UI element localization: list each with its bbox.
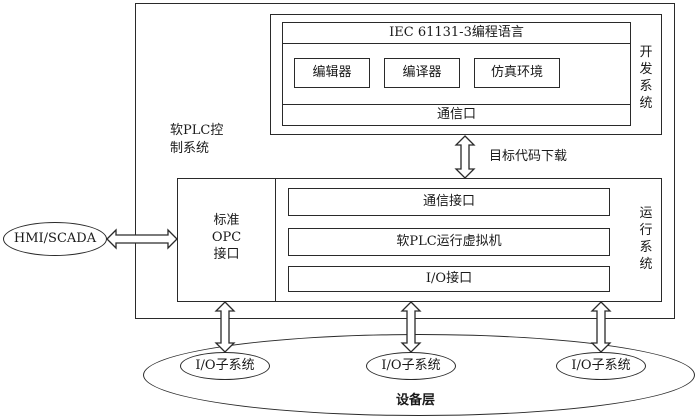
hmi-scada-label: HMI/SCADA bbox=[13, 231, 97, 247]
simulation-env-label: 仿真环境 bbox=[490, 65, 543, 81]
io-subsystem-2: I/O子系统 bbox=[366, 352, 456, 380]
soft-plc-system-label: 软PLC控 制系统 bbox=[170, 122, 250, 157]
programming-language-box: IEC 61131-3编程语言 bbox=[282, 22, 631, 44]
io-subsystem-3-label: I/O子系统 bbox=[571, 358, 631, 374]
hmi-scada-node: HMI/SCADA bbox=[3, 222, 107, 256]
programming-language-label: IEC 61131-3编程语言 bbox=[389, 25, 524, 41]
run-system-side-label: 运行系统 bbox=[639, 206, 653, 272]
io-subsystem-1-label: I/O子系统 bbox=[195, 358, 255, 374]
comm-interface-label: 通信接口 bbox=[422, 194, 475, 210]
virtual-machine-box: 软PLC运行虚拟机 bbox=[288, 228, 610, 256]
opc-line3: 接口 bbox=[213, 247, 240, 262]
io-subsystem-3: I/O子系统 bbox=[556, 352, 646, 380]
comm-port-label: 通信口 bbox=[436, 107, 476, 123]
hmi-opc-double-arrow bbox=[106, 228, 178, 250]
io-subsystem-2-label: I/O子系统 bbox=[381, 358, 441, 374]
comm-interface-box: 通信接口 bbox=[288, 188, 610, 216]
download-double-arrow bbox=[454, 135, 476, 179]
editor-box: 编辑器 bbox=[294, 58, 370, 88]
io-interface-box: I/O接口 bbox=[288, 266, 610, 292]
editor-label: 编辑器 bbox=[312, 65, 352, 81]
compiler-label: 编译器 bbox=[402, 65, 442, 81]
soft-plc-label-line1: 软PLC控 bbox=[170, 123, 224, 138]
io-subsystem-3-double-arrow bbox=[590, 301, 612, 353]
io-subsystem-1: I/O子系统 bbox=[180, 352, 270, 380]
compiler-box: 编译器 bbox=[384, 58, 460, 88]
device-layer-label: 设备层 bbox=[396, 393, 436, 408]
opc-line2: OPC bbox=[211, 230, 242, 245]
opc-line1: 标准 bbox=[213, 213, 240, 228]
comm-port-box: 通信口 bbox=[282, 104, 631, 126]
simulation-env-box: 仿真环境 bbox=[474, 58, 560, 88]
io-interface-label: I/O接口 bbox=[425, 271, 473, 287]
target-code-download-label: 目标代码下载 bbox=[489, 149, 568, 164]
soft-plc-label-line2: 制系统 bbox=[170, 140, 210, 156]
virtual-machine-label: 软PLC运行虚拟机 bbox=[396, 234, 502, 250]
opc-interface-box bbox=[177, 178, 276, 302]
opc-interface-label: 标准 OPC 接口 bbox=[177, 212, 276, 263]
dev-system-side-label: 开发系统 bbox=[639, 45, 653, 111]
io-subsystem-2-double-arrow bbox=[400, 301, 422, 353]
io-subsystem-1-double-arrow bbox=[214, 301, 236, 353]
